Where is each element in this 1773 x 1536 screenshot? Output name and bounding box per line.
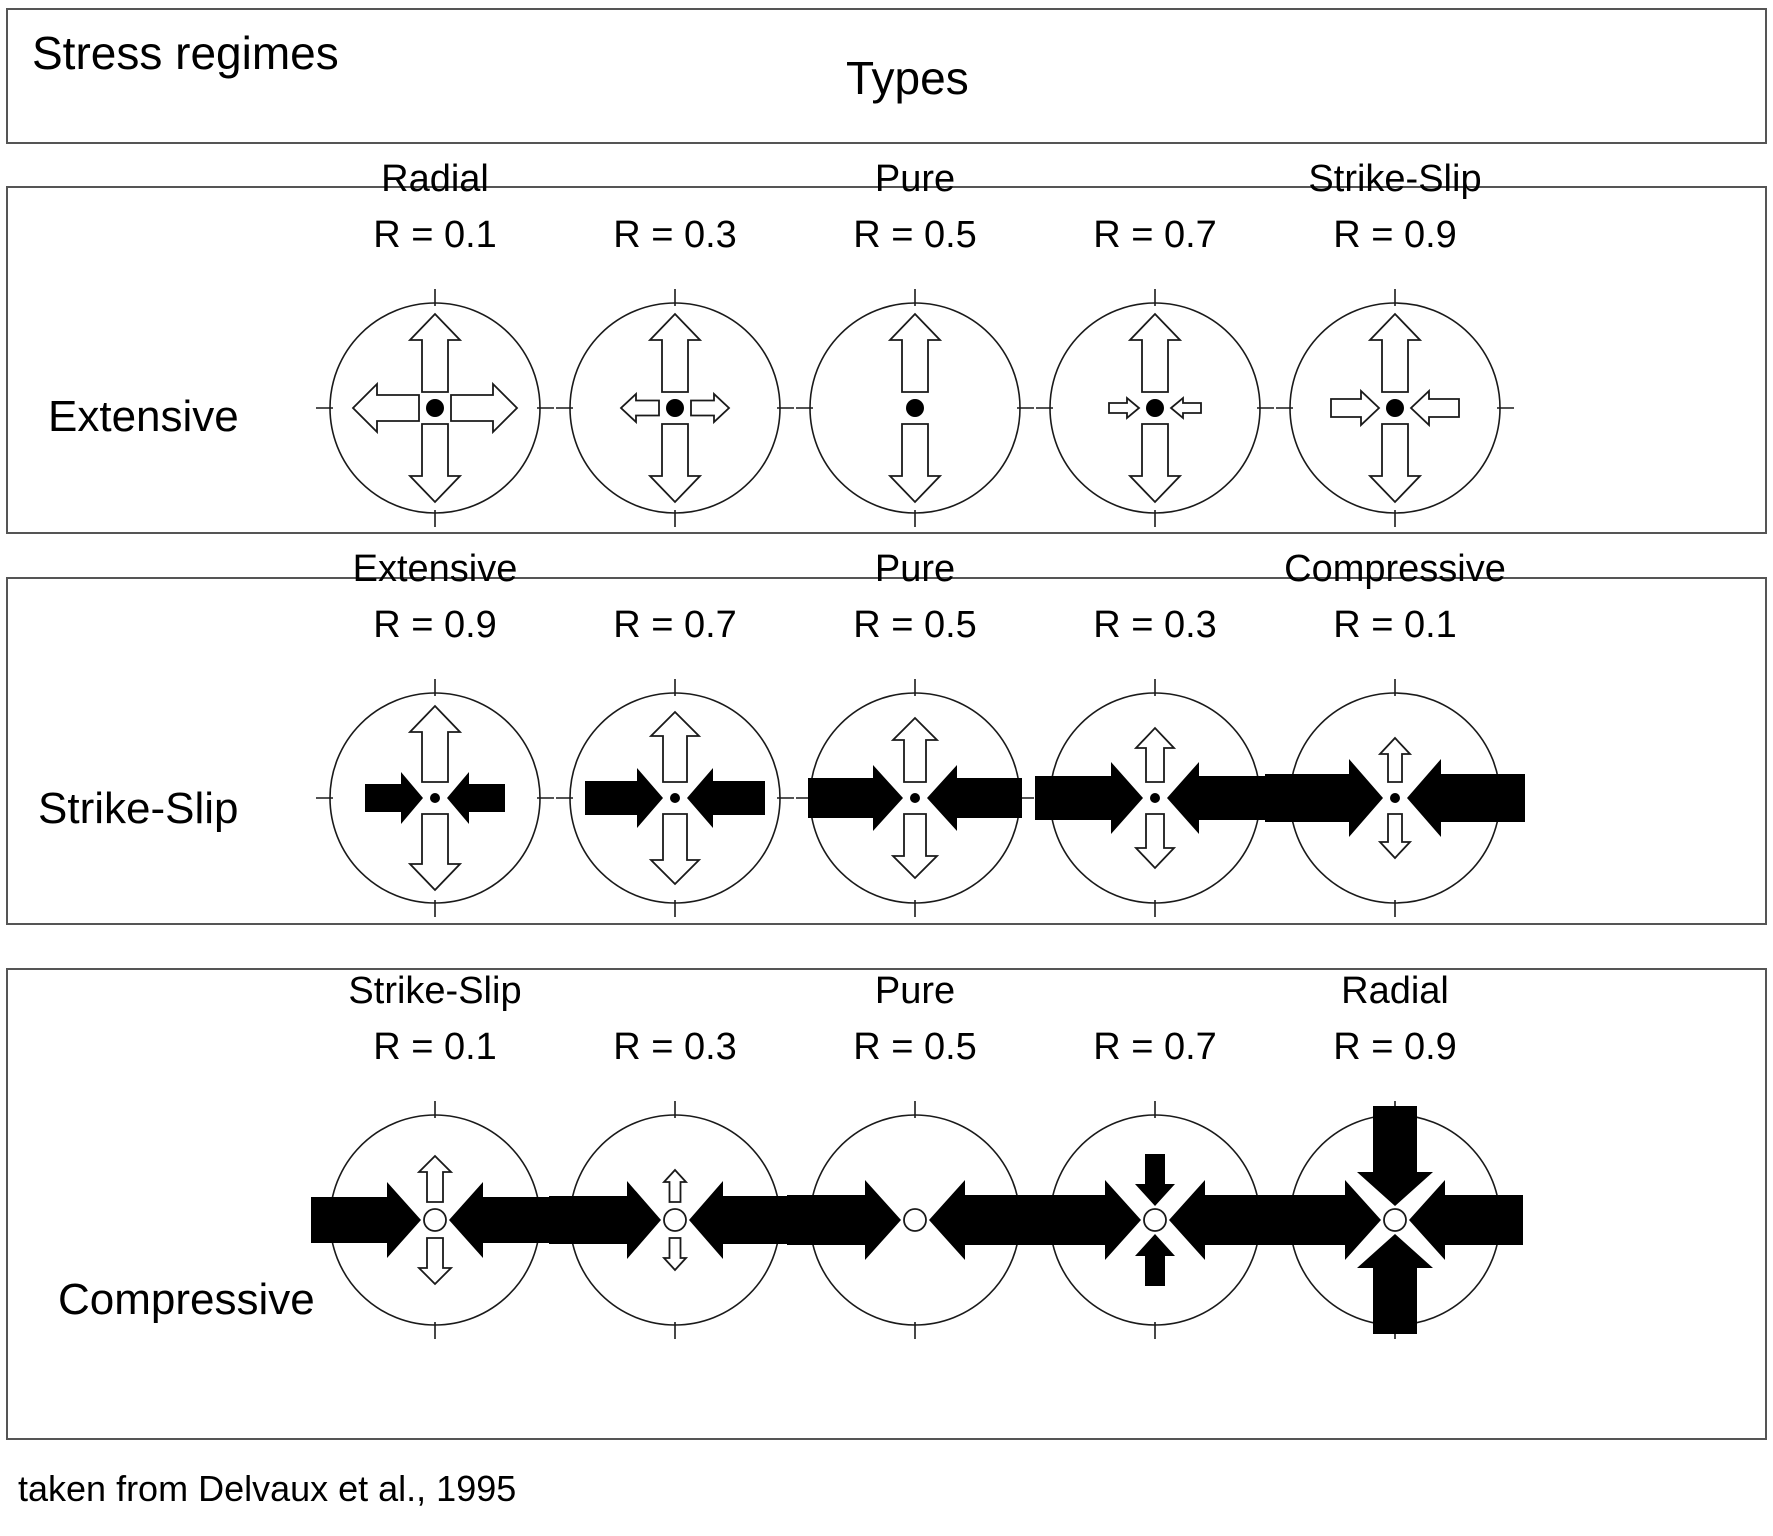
- cell-r-value: R = 0.9: [1333, 1026, 1457, 1068]
- cell-type-name: Radial: [1341, 970, 1449, 1012]
- stress-ellipsoid-diagram: [785, 668, 1045, 928]
- cell-type-name: Compressive: [1284, 548, 1506, 590]
- stress-ellipsoid-diagram: [545, 668, 805, 928]
- cell-r-value: R = 0.9: [373, 604, 497, 646]
- stress-ellipsoid-diagram: [1025, 1090, 1285, 1350]
- cell-r-value: R = 0.1: [373, 1026, 497, 1068]
- cell-r-value: R = 0.7: [1093, 214, 1217, 256]
- types-title: Types: [846, 52, 969, 104]
- stress-ellipsoid-diagram: [1025, 668, 1285, 928]
- stress-cell: Extensive R = 0.9: [305, 549, 565, 928]
- stress-cell: Pure R = 0.5: [785, 549, 1045, 928]
- cell-r-value: R = 0.7: [613, 604, 737, 646]
- header-box: [6, 8, 1767, 144]
- cell-r-value: R = 0.7: [1093, 1026, 1217, 1068]
- stress-cell: Radial R = 0.9: [1265, 971, 1525, 1350]
- stress-cell: Strike-Slip R = 0.9: [1265, 159, 1525, 538]
- stress-ellipsoid-diagram: [785, 1090, 1045, 1350]
- stress-ellipsoid-diagram: [305, 278, 565, 538]
- cell-type-name: Pure: [874, 548, 956, 590]
- cell-type-name: Strike-Slip: [1308, 158, 1482, 200]
- stress-regimes-title: Stress regimes: [32, 27, 339, 79]
- cell-type-name: Pure: [874, 970, 956, 1012]
- cell-r-value: R = 0.3: [613, 1026, 737, 1068]
- cell-type-name: Extensive: [352, 548, 518, 590]
- stress-cell: R = 0.3: [545, 215, 805, 538]
- cell-r-value: R = 0.5: [853, 214, 977, 256]
- cell-type-name: Radial: [381, 158, 489, 200]
- stress-ellipsoid-diagram: [785, 278, 1045, 538]
- cell-r-value: R = 0.5: [853, 604, 977, 646]
- cell-r-value: R = 0.1: [1333, 604, 1457, 646]
- stress-ellipsoid-diagram: [1265, 1090, 1525, 1350]
- stress-cell: Pure R = 0.5: [785, 971, 1045, 1350]
- source-caption: taken from Delvaux et al., 1995: [18, 1468, 517, 1509]
- stress-cell: Pure R = 0.5: [785, 159, 1045, 538]
- cell-r-value: R = 0.3: [1093, 604, 1217, 646]
- cell-r-value: R = 0.1: [373, 214, 497, 256]
- stress-cell: Strike-Slip R = 0.1: [305, 971, 565, 1350]
- stress-cell: R = 0.7: [545, 605, 805, 928]
- stress-cell: R = 0.7: [1025, 215, 1285, 538]
- stress-cell: Compressive R = 0.1: [1265, 549, 1525, 928]
- cell-type-name: Pure: [874, 158, 956, 200]
- stress-cell: R = 0.3: [545, 1027, 805, 1350]
- stress-ellipsoid-diagram: [1265, 278, 1525, 538]
- stress-cell: R = 0.7: [1025, 1027, 1285, 1350]
- regime-label-compressive: Compressive: [58, 1275, 315, 1324]
- cell-r-value: R = 0.3: [613, 214, 737, 256]
- cell-type-name: Strike-Slip: [348, 970, 522, 1012]
- cell-r-value: R = 0.9: [1333, 214, 1457, 256]
- stress-ellipsoid-diagram: [545, 278, 805, 538]
- stress-ellipsoid-diagram: [305, 1090, 565, 1350]
- regime-label-extensive: Extensive: [48, 392, 239, 441]
- cell-r-value: R = 0.5: [853, 1026, 977, 1068]
- stress-cell: R = 0.3: [1025, 605, 1285, 928]
- stress-ellipsoid-diagram: [1265, 668, 1525, 928]
- regime-label-strike-slip: Strike-Slip: [38, 784, 239, 833]
- stress-ellipsoid-diagram: [545, 1090, 805, 1350]
- stress-cell: Radial R = 0.1: [305, 159, 565, 538]
- row-box-extensive: [6, 186, 1767, 534]
- stress-ellipsoid-diagram: [305, 668, 565, 928]
- stress-ellipsoid-diagram: [1025, 278, 1285, 538]
